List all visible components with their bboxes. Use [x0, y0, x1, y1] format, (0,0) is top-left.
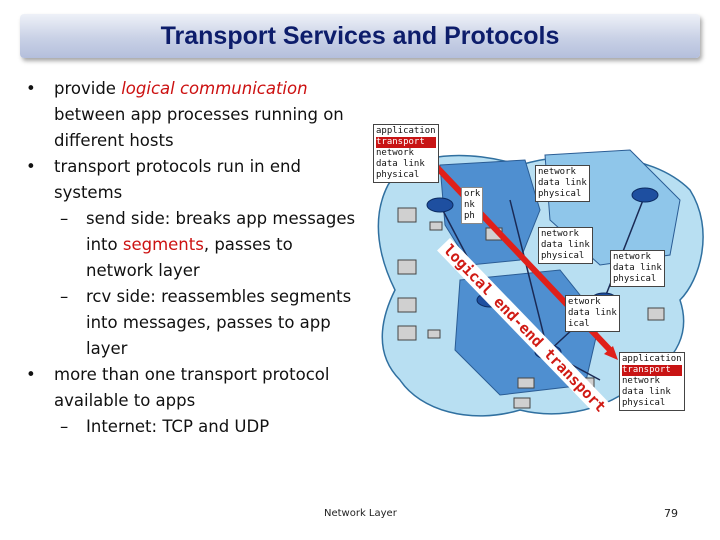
- layer-application: application: [622, 354, 682, 365]
- layer-network: network: [538, 167, 587, 178]
- laptop-icon: [518, 378, 534, 388]
- layer-data-link: data link: [568, 308, 617, 319]
- computer-icon: [398, 326, 416, 340]
- layer-network: network: [613, 252, 662, 263]
- layer-network: ork: [464, 189, 480, 200]
- phone-icon: [428, 330, 440, 338]
- layer-transport: transport: [376, 137, 436, 148]
- footer-label: Network Layer: [324, 508, 397, 519]
- router-icon: [632, 188, 658, 202]
- page-number: 79: [664, 507, 678, 520]
- layer-data-link: data link: [613, 263, 662, 274]
- layer-network: network: [376, 148, 436, 159]
- stack-router-partial-left: ork nk ph: [461, 187, 483, 224]
- layer-data-link: data link: [376, 159, 436, 170]
- computer-icon: [398, 208, 416, 222]
- layer-network: network: [541, 229, 590, 240]
- layer-transport: transport: [622, 365, 682, 376]
- stack-router-middle: network data link physical: [538, 227, 593, 264]
- layer-physical: physical: [538, 189, 587, 200]
- laptop-icon: [514, 398, 530, 408]
- layer-physical: physical: [622, 398, 682, 409]
- stack-destination-host: application transport network data link …: [619, 352, 685, 411]
- layer-network: network: [622, 376, 682, 387]
- stack-source-host: application transport network data link …: [373, 124, 439, 183]
- stack-router-right: network data link physical: [610, 250, 665, 287]
- stack-router-lower: etwork data link ical: [565, 295, 620, 332]
- router-icon: [427, 198, 453, 212]
- layer-data-link: data link: [541, 240, 590, 251]
- layer-data-link: data link: [538, 178, 587, 189]
- layer-data-link: data link: [622, 387, 682, 398]
- computer-icon: [398, 298, 416, 312]
- layer-physical: ph: [464, 211, 480, 222]
- phone-icon: [430, 222, 442, 230]
- layer-data-link: nk: [464, 200, 480, 211]
- layer-network: etwork: [568, 297, 617, 308]
- stack-router-top: network data link physical: [535, 165, 590, 202]
- layer-physical: physical: [376, 170, 436, 181]
- layer-physical: physical: [541, 251, 590, 262]
- layer-physical: ical: [568, 319, 617, 330]
- layer-application: application: [376, 126, 436, 137]
- layer-physical: physical: [613, 274, 662, 285]
- computer-icon: [398, 260, 416, 274]
- computer-icon: [648, 308, 664, 320]
